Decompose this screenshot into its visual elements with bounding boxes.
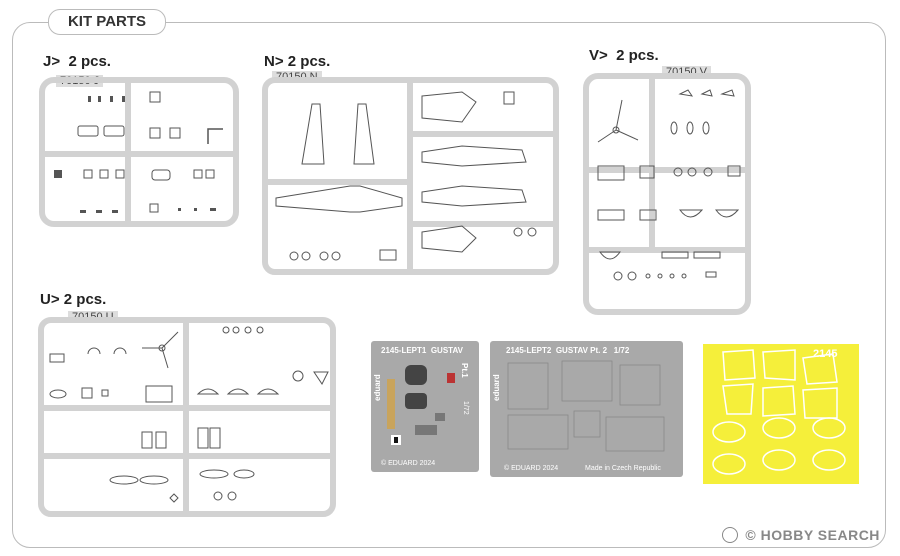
sprue-v-qty: 2 pcs. xyxy=(616,47,659,64)
pe2-code: 2145-LEPT2 xyxy=(506,346,552,355)
sprue-n-label: N> xyxy=(264,53,284,70)
mask-code: 2145 xyxy=(813,348,838,360)
sprue-v-label: V> xyxy=(589,47,608,64)
sprue-n-diagram xyxy=(262,77,559,275)
sprue-j-label: J> xyxy=(43,53,61,70)
pe1-copyright: © EDUARD 2024 xyxy=(381,460,436,467)
pe2-scale: 1/72 xyxy=(613,346,630,355)
pe1-brand: eduard xyxy=(373,374,382,401)
watermark: © HOBBY SEARCH xyxy=(722,527,880,543)
sprue-v-diagram xyxy=(583,73,751,315)
pe1-header: 2145-LEPT1 GUSTAV xyxy=(381,346,463,355)
sprue-v-header: V> 2 pcs. xyxy=(589,47,659,64)
pe2-name: GUSTAV Pt. 2 xyxy=(555,346,608,355)
sprue-n-qty: 2 pcs. xyxy=(287,53,331,70)
pe2-made: Made in Czech Republic xyxy=(585,465,661,472)
pe1-parts xyxy=(387,365,455,445)
paint-mask-sheet: 2145 xyxy=(703,344,859,484)
pe1-code: 2145-LEPT1 xyxy=(381,346,427,355)
sprue-n-header: N> 2 pcs. xyxy=(264,53,330,70)
pe2-header: 2145-LEPT2 GUSTAV Pt. 2 1/72 xyxy=(506,346,629,355)
hobby-search-logo-icon xyxy=(722,527,738,543)
kit-parts-frame xyxy=(12,22,886,548)
pe2-copyright: © EDUARD 2024 xyxy=(504,465,559,472)
sprue-j-diagram xyxy=(39,77,239,227)
mask-shapes xyxy=(712,349,846,475)
sprue-u-qty: 2 pcs. xyxy=(63,291,107,308)
sprue-u-label: U> xyxy=(40,291,60,308)
photo-etch-fret-2: 2145-LEPT2 GUSTAV Pt. 2 1/72 eduard © ED… xyxy=(490,341,683,477)
sprue-j-qty: 2 pcs. xyxy=(68,53,111,70)
sprue-j-header: J> 2 pcs. xyxy=(43,53,111,70)
watermark-text: HOBBY SEARCH xyxy=(760,527,880,543)
sprue-u-header: U> 2 pcs. xyxy=(40,291,106,308)
pe2-brand: eduard xyxy=(492,374,501,401)
pe1-name: GUSTAV xyxy=(430,346,463,355)
sprue-u-diagram xyxy=(38,317,336,517)
watermark-symbol: © xyxy=(745,527,757,543)
pe2-parts xyxy=(507,360,665,452)
photo-etch-fret-1: 2145-LEPT1 GUSTAV eduard Pt.1 1/72 © EDU… xyxy=(371,341,479,472)
section-title: KIT PARTS xyxy=(48,9,166,35)
